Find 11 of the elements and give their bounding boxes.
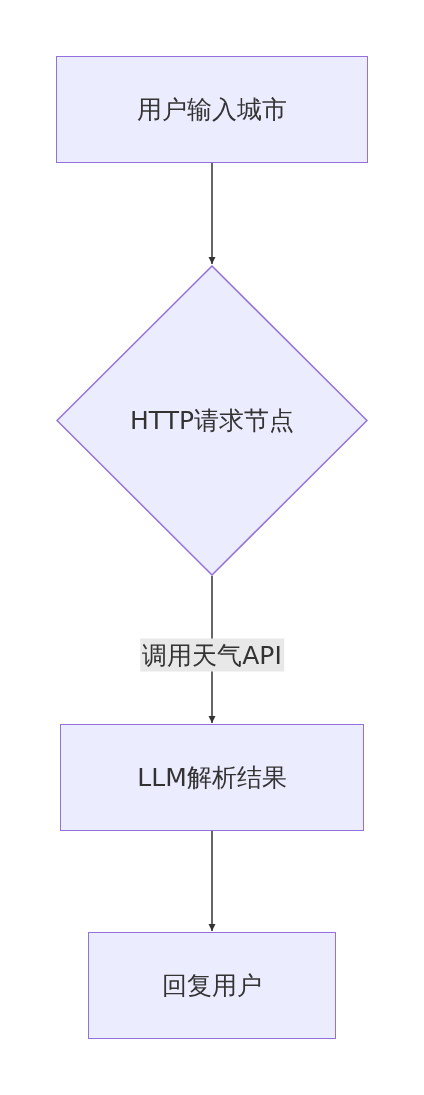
arrow [208,162,216,265]
process-box [56,56,368,163]
process-box [60,724,364,831]
node-label: HTTP请求节点 [130,405,294,437]
decision-diamond [56,265,368,576]
node-label: 用户输入城市 [137,94,287,126]
arrow [208,830,216,932]
process-box [88,932,336,1039]
node-label: LLM解析结果 [137,762,287,794]
node-label: 回复用户 [162,970,262,1002]
edge-label: 调用天气API [140,638,284,672]
